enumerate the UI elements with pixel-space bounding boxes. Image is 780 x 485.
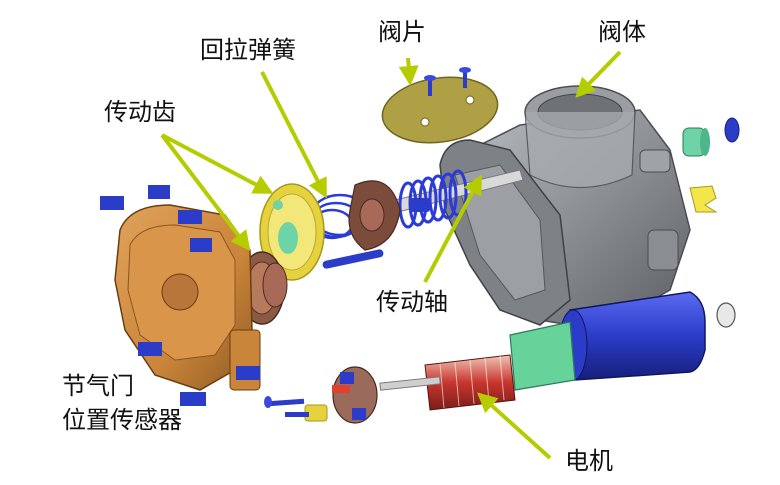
label-tps-line2: 位置传感器 bbox=[62, 406, 182, 434]
drive-gear-large bbox=[259, 183, 325, 281]
arrow-drive-shaft bbox=[423, 174, 482, 283]
label-motor: 电机 bbox=[565, 447, 613, 475]
label-return-spring: 回拉弹簧 bbox=[200, 36, 296, 64]
arrow-drive-gear-1 bbox=[161, 133, 274, 194]
arrow-motor bbox=[477, 392, 552, 460]
arrow-return-spring bbox=[260, 71, 327, 199]
yellow-clip bbox=[689, 185, 718, 213]
arrow-valve-body bbox=[575, 50, 622, 98]
arrow-drive-gear-2 bbox=[160, 133, 251, 252]
return-spring bbox=[310, 180, 430, 269]
position-sensor-housing bbox=[100, 185, 261, 406]
motor-assembly bbox=[264, 291, 736, 424]
label-valve-body: 阀体 bbox=[598, 18, 646, 46]
blue-cap bbox=[724, 117, 740, 143]
label-tps-line1: 节气门 bbox=[62, 372, 134, 400]
leader-arrows bbox=[160, 50, 622, 460]
label-drive-gear: 传动齿 bbox=[104, 98, 176, 126]
valve-plate bbox=[381, 67, 499, 144]
label-drive-shaft: 传动轴 bbox=[376, 288, 448, 316]
arrow-valve-plate bbox=[398, 57, 419, 86]
label-valve-plate: 阀片 bbox=[378, 18, 426, 46]
green-bushing bbox=[682, 127, 710, 157]
